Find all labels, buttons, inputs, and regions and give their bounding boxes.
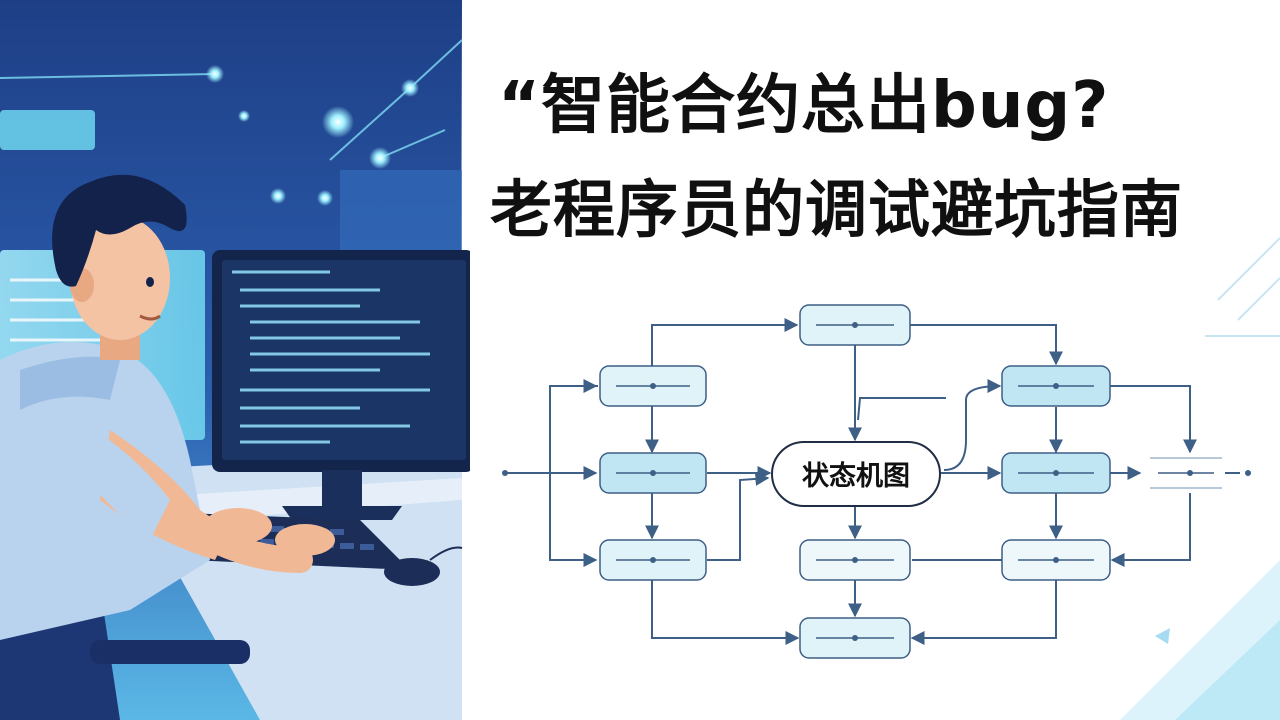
mouse-icon <box>384 558 440 586</box>
entry-point <box>502 470 508 476</box>
diagram-edges <box>505 318 1240 645</box>
center-state-node: 状态机图 <box>771 441 941 507</box>
state-node <box>599 539 707 581</box>
title-line-2: 老程序员的调试避坑指南 <box>490 173 1184 246</box>
state-node <box>599 365 707 407</box>
glow-panel <box>0 110 95 150</box>
illustration-panel <box>0 0 470 720</box>
person-illustration <box>0 174 335 640</box>
exit-point <box>1245 470 1251 476</box>
corner-light-lines <box>1205 237 1280 337</box>
title-line-1: “智能合约总出bug? <box>498 69 1110 143</box>
developer-illustration <box>0 0 470 720</box>
state-node <box>799 617 911 659</box>
state-node <box>599 452 707 494</box>
center-label: 状态机图 <box>802 461 910 492</box>
state-node <box>1001 452 1111 494</box>
monitor-icon <box>212 250 470 520</box>
state-node <box>1001 539 1111 581</box>
state-node <box>799 539 911 581</box>
state-node <box>799 304 911 346</box>
state-node <box>1001 365 1111 407</box>
glow-dots <box>206 65 419 206</box>
diagram-nodes: 状态机图 <box>599 304 1222 659</box>
state-node <box>1150 457 1222 489</box>
